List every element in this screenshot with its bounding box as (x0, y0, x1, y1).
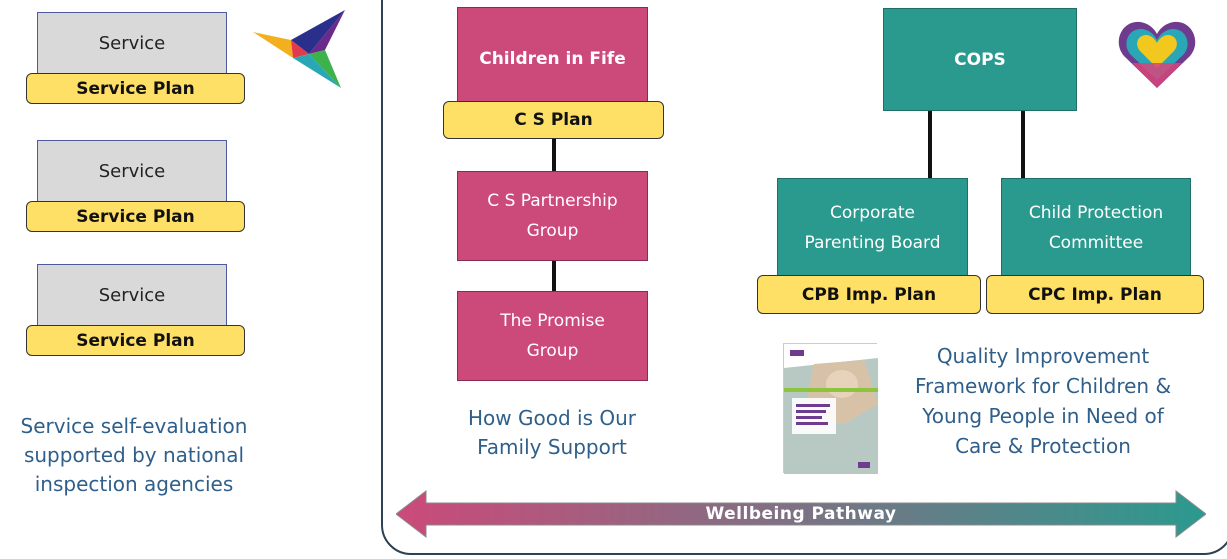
connector-line (552, 261, 556, 291)
wellbeing-pathway-label: Wellbeing Pathway (705, 504, 897, 524)
promise-group-box: The Promise Group (457, 291, 648, 381)
service-plan-2: Service Plan (26, 201, 245, 232)
cpc-plan-label: CPC Imp. Plan (1028, 284, 1162, 305)
children-in-fife-label: Children in Fife (479, 49, 626, 69)
cpb-line: Parenting Board (804, 233, 941, 253)
partnership-line: Group (526, 221, 579, 241)
cpc-line: Child Protection (1028, 203, 1164, 223)
partnership-line: C S Partnership (487, 191, 618, 211)
cpc-imp-plan: CPC Imp. Plan (986, 275, 1204, 314)
service-label: Service (98, 33, 166, 54)
promise-line: Group (526, 341, 579, 361)
cs-plan: C S Plan (443, 101, 664, 139)
service-label: Service (98, 285, 166, 306)
child-protection-committee-box: Child Protection Committee (1001, 178, 1191, 278)
left-caption-line: Service self-evaluation (20, 414, 248, 438)
caption-line: Family Support (477, 435, 627, 459)
caption-line: How Good is Our (468, 406, 636, 430)
cpc-line: Committee (1048, 233, 1144, 253)
service-plan-1: Service Plan (26, 73, 245, 104)
quality-framework-caption: Quality Improvement Framework for Childr… (892, 341, 1194, 461)
service-plan-label: Service Plan (76, 330, 195, 351)
cpb-plan-label: CPB Imp. Plan (801, 284, 937, 305)
service-plan-3: Service Plan (26, 325, 245, 356)
service-label: Service (98, 161, 166, 182)
promise-line: The Promise (500, 311, 605, 331)
connector-line (552, 139, 556, 171)
service-plan-label: Service Plan (76, 206, 195, 227)
cs-plan-label: C S Plan (514, 110, 593, 130)
cs-partnership-group-box: C S Partnership Group (457, 171, 648, 261)
caption-line: Framework for Children & (914, 374, 1172, 398)
left-caption-line: supported by national (23, 443, 245, 467)
corporate-parenting-board-box: Corporate Parenting Board (777, 178, 968, 278)
cops-label: COPS (954, 49, 1006, 70)
connector-line (928, 111, 932, 178)
caption-line: Care & Protection (955, 434, 1131, 458)
bird-logo-icon (253, 10, 348, 90)
report-cover-icon (783, 343, 878, 474)
heart-logo-icon (1118, 18, 1196, 90)
connector-line (1021, 111, 1025, 178)
caption-line: Quality Improvement (936, 344, 1150, 368)
left-caption-line: inspection agencies (34, 472, 234, 496)
left-caption: Service self-evaluation supported by nat… (0, 412, 268, 499)
family-support-caption: How Good is Our Family Support (430, 404, 674, 462)
cpb-imp-plan: CPB Imp. Plan (757, 275, 981, 314)
caption-line: Young People in Need of (922, 404, 1164, 428)
children-in-fife-box: Children in Fife (457, 7, 648, 110)
service-plan-label: Service Plan (76, 78, 195, 99)
cpb-line: Corporate (830, 203, 915, 223)
cops-box: COPS (883, 8, 1077, 111)
